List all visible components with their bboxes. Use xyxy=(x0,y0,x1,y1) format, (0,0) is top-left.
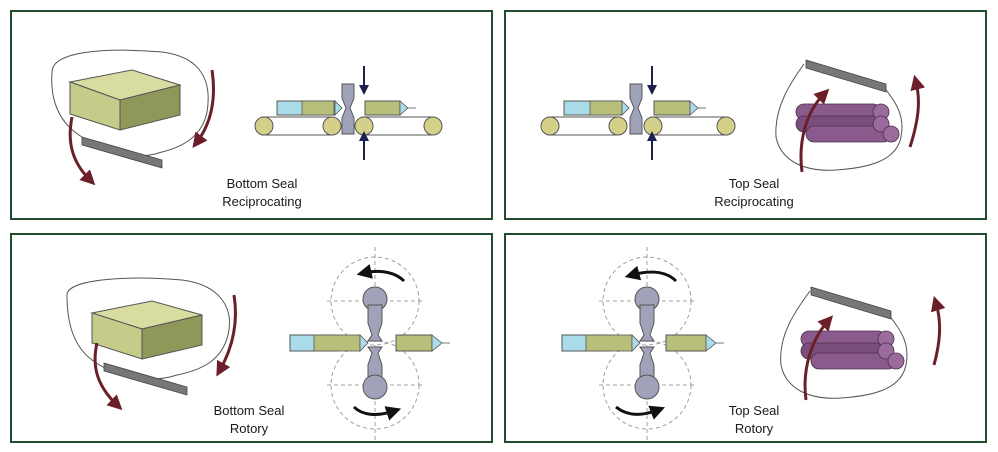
rotation-arrow-left xyxy=(803,315,833,401)
panel-bottom-seal-reciprocating: Bottom Seal Reciprocating xyxy=(10,10,493,220)
rotation-arrow-top xyxy=(356,264,406,283)
rotation-arrow-right xyxy=(192,69,215,149)
caption-line1: Bottom Seal xyxy=(213,403,285,418)
roller xyxy=(608,116,628,136)
product-block-side xyxy=(119,84,181,131)
caption: Bottom Seal Reciprocating xyxy=(182,175,342,211)
panel-bottom-seal-rotory: Bottom Seal Rotory xyxy=(10,233,493,443)
rotation-arrow-right xyxy=(930,295,946,366)
caption-line2: Reciprocating xyxy=(222,194,302,209)
rotary-sealer xyxy=(634,286,660,400)
roller xyxy=(254,116,274,136)
seal-strip xyxy=(810,286,892,320)
seal-strip xyxy=(103,362,188,396)
film-taper-right xyxy=(431,334,443,352)
rotation-arrow-left xyxy=(799,88,830,173)
product-left xyxy=(585,334,633,352)
film-wrap xyxy=(66,277,230,380)
product-block-side xyxy=(141,314,203,360)
product-left xyxy=(301,100,335,116)
seal-strip xyxy=(81,136,163,169)
product-rolls xyxy=(795,103,900,143)
top-seal-rotory-diagram xyxy=(561,247,946,440)
caption-line1: Top Seal xyxy=(728,403,780,418)
caption-line1: Bottom Seal xyxy=(226,176,298,191)
panel-top-seal-reciprocating: Top Seal Reciprocating xyxy=(504,10,987,220)
film-taper-left xyxy=(334,100,343,116)
roller xyxy=(643,116,663,136)
bottom-seal-rotory-diagram xyxy=(66,247,450,440)
film-tube-right xyxy=(653,100,691,116)
film-tube-right xyxy=(364,100,401,116)
product-left xyxy=(313,334,361,352)
film-tube-right xyxy=(395,334,433,352)
film-taper-left xyxy=(621,100,630,116)
caption-line2: Reciprocating xyxy=(714,194,794,209)
rotary-sealer xyxy=(362,286,388,400)
caption: Top Seal Rotory xyxy=(674,402,834,438)
rotation-arrow-left xyxy=(68,116,96,186)
top-seal-reciprocating-diagram xyxy=(540,59,926,173)
rotation-arrow-bottom xyxy=(615,405,665,420)
caption: Top Seal Reciprocating xyxy=(674,175,834,211)
sealer-jaw xyxy=(629,83,643,135)
film-wrap xyxy=(780,290,908,399)
rotation-arrow-right xyxy=(216,294,237,377)
caption-line2: Rotory xyxy=(734,421,774,436)
caption-line1: Top Seal xyxy=(728,176,780,191)
film-taper-right xyxy=(705,334,717,352)
film-taper-right xyxy=(689,100,699,116)
film-taper-left xyxy=(359,334,369,352)
roller xyxy=(716,116,736,136)
caption: Bottom Seal Rotory xyxy=(169,402,329,438)
film-taper-left xyxy=(631,334,641,352)
caption-line2: Rotory xyxy=(229,421,269,436)
roller xyxy=(540,116,560,136)
rotation-arrow-right xyxy=(908,74,926,148)
panel-top-seal-rotory: Top Seal Rotory xyxy=(504,233,987,443)
seal-strip xyxy=(805,59,887,93)
film-tube-right xyxy=(665,334,707,352)
sealer-jaw xyxy=(341,83,355,135)
bottom-seal-reciprocating-diagram xyxy=(51,49,443,186)
product-rolls xyxy=(800,330,905,370)
film-taper-right xyxy=(399,100,409,116)
rotation-arrow-left xyxy=(93,342,123,411)
film-wrap xyxy=(775,63,903,171)
rotation-arrow-bottom xyxy=(352,405,402,421)
rotation-arrow-top xyxy=(624,265,678,283)
roller xyxy=(423,116,443,136)
product-left xyxy=(589,100,623,116)
roller xyxy=(354,116,374,136)
roller xyxy=(322,116,342,136)
